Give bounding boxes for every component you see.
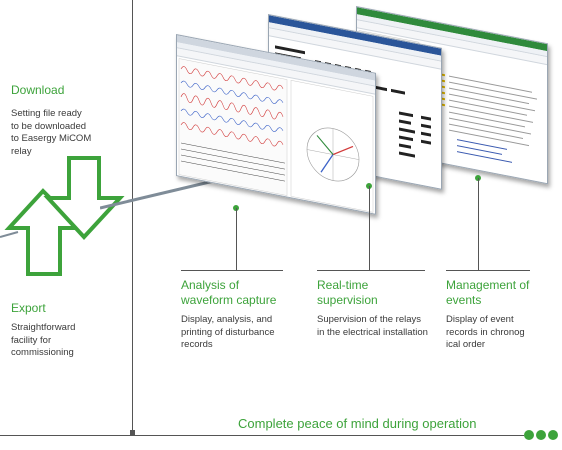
download-text: Setting file ready to be downloaded to E… — [11, 108, 92, 157]
waveform-caption-rule — [181, 270, 283, 271]
download-title: Download — [11, 83, 65, 97]
waveform-feature-title: Analysis of waveform capture — [181, 278, 277, 307]
waveform-feature-text: Display, analysis, and printing of distu… — [181, 314, 275, 350]
left-divider — [132, 0, 133, 436]
footer-tagline: Complete peace of mind during operation — [238, 416, 477, 431]
export-title: Export — [11, 301, 46, 315]
supervision-caption-rule — [317, 270, 425, 271]
waveform-icon — [178, 58, 374, 213]
bottom-rule — [0, 435, 524, 436]
footer-dot-3 — [548, 430, 558, 440]
waveform-window — [176, 34, 376, 215]
events-feature-title: Management of events — [446, 278, 530, 307]
supervision-callout-line — [369, 186, 370, 270]
bottom-rule-tick — [130, 430, 135, 436]
events-callout-line — [478, 178, 479, 270]
export-text: Straightforward facility for commissioni… — [11, 322, 76, 358]
supervision-feature-text: Supervision of the relays in the electri… — [317, 314, 428, 338]
footer-dot-2 — [536, 430, 546, 440]
waveform-callout-line — [236, 208, 237, 270]
events-feature-text: Display of event records in chronog ical… — [446, 314, 525, 350]
upload-download-arrows-icon — [0, 156, 125, 276]
events-caption-rule — [446, 270, 530, 271]
footer-dot-1 — [524, 430, 534, 440]
connector-line — [100, 178, 219, 210]
supervision-feature-title: Real-time supervision — [317, 278, 378, 307]
